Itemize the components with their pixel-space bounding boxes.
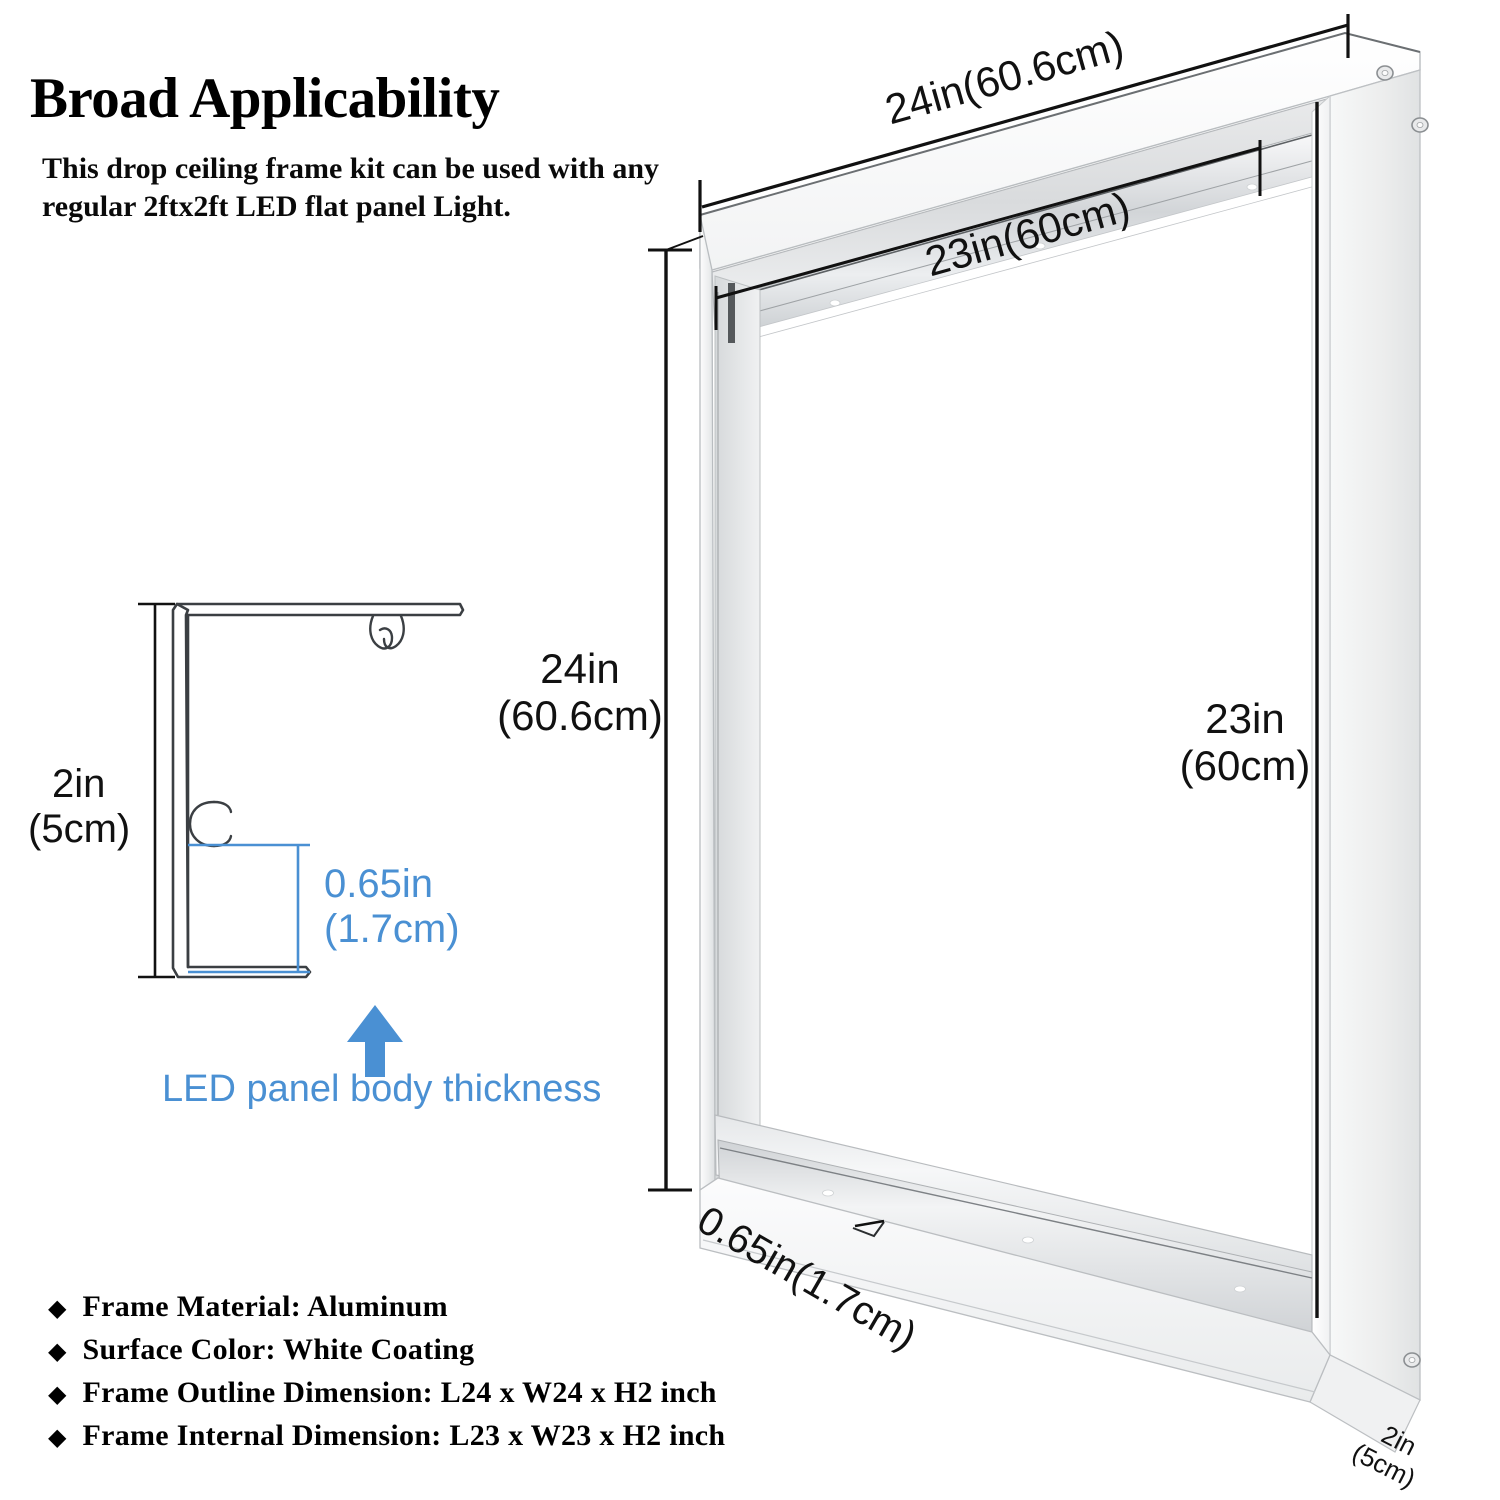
diamond-bullet-icon: ◆ xyxy=(48,1380,67,1408)
list-item: ◆ Frame Internal Dimension: L23 x W23 x … xyxy=(48,1419,1008,1453)
screw-hole xyxy=(1403,1352,1421,1368)
label-top-inner-width: 23in(60cm) xyxy=(920,182,1135,286)
label-section-height: 2in (5cm) xyxy=(28,762,131,851)
page-subtitle: This drop ceiling frame kit can be used … xyxy=(42,152,660,224)
list-item: ◆ Frame Outline Dimension: L24 x W24 x H… xyxy=(48,1376,1008,1410)
lower-clip xyxy=(188,800,233,848)
list-item: ◆ Frame Material: Aluminum xyxy=(48,1290,1008,1324)
list-item: ◆ Surface Color: White Coating xyxy=(48,1333,1008,1367)
label-right-height: 23in (60cm) xyxy=(1179,695,1311,790)
list-item-label: Surface Color: White Coating xyxy=(82,1333,475,1366)
spec-list: ◆ Frame Material: Aluminum ◆ Surface Col… xyxy=(48,1290,1008,1462)
label-section-thickness: 0.65in (1.7cm) xyxy=(324,862,460,951)
label-left-height: 24in (60.6cm) xyxy=(497,645,663,740)
frame-left-rail xyxy=(699,214,761,1192)
diamond-bullet-icon: ◆ xyxy=(48,1294,67,1322)
label-corner-depth: 2in (5cm) xyxy=(1347,1419,1422,1494)
screw-hole xyxy=(1411,117,1429,133)
list-item-label: Frame Internal Dimension: L23 x W23 x H2… xyxy=(82,1419,726,1452)
diamond-bullet-icon: ◆ xyxy=(48,1337,67,1365)
page-title: Broad Applicability xyxy=(30,67,500,130)
dimension-lines xyxy=(648,14,1350,1318)
callout-arrow-icon xyxy=(347,1005,403,1077)
thickness-dimension xyxy=(188,843,310,974)
diamond-bullet-icon: ◆ xyxy=(48,1423,67,1451)
list-item-label: Frame Outline Dimension: L24 x W24 x H2 … xyxy=(82,1376,717,1409)
top-clip xyxy=(369,614,405,650)
screw-hole xyxy=(1376,65,1394,81)
label-top-outer-width: 24in(60.6cm) xyxy=(880,21,1129,134)
callout-led-panel-thickness: LED panel body thickness xyxy=(162,1068,602,1110)
list-item-label: Frame Material: Aluminum xyxy=(82,1290,448,1323)
